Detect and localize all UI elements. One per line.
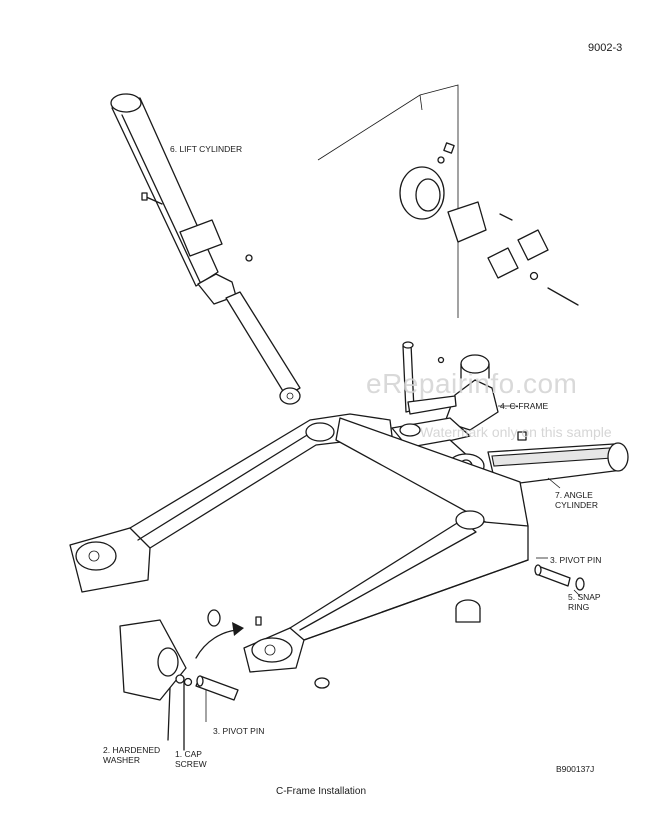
callout-pivot-pin-right: 3. PIVOT PIN <box>550 555 602 565</box>
main-frame <box>69 413 529 673</box>
lift-cylinder <box>110 93 301 405</box>
watermark-main: eRepairinfo.com <box>366 368 578 399</box>
callout-lift-cylinder: 6. LIFT CYLINDER <box>170 144 243 154</box>
watermark-sub: Watermark only on this sample <box>420 424 612 440</box>
figure-caption: C-Frame Installation <box>276 786 367 797</box>
right-pivot-pin-and-snap-ring <box>455 564 585 623</box>
callout-cap-screw: 1. CAP SCREW <box>175 749 207 769</box>
callout-angle-cylinder: 7. ANGLE CYLINDER <box>555 490 598 510</box>
mounting-plate <box>317 84 459 318</box>
callout-hardened-washer: 2. HARDENED WASHER <box>103 745 161 765</box>
page-number: 9002-3 <box>588 42 623 54</box>
lower-mounting-parts <box>119 609 330 751</box>
rotation-arrow <box>195 622 244 659</box>
callout-pivot-pin-bottom: 3. PIVOT PIN <box>213 726 265 736</box>
upper-pivot-bracket <box>399 142 579 306</box>
leader-lines <box>205 405 581 722</box>
callout-c-frame: 4. C-FRAME <box>500 401 549 411</box>
figure-code: B900137J <box>556 764 595 774</box>
callout-snap-ring: 5. SNAP RING <box>568 592 601 612</box>
